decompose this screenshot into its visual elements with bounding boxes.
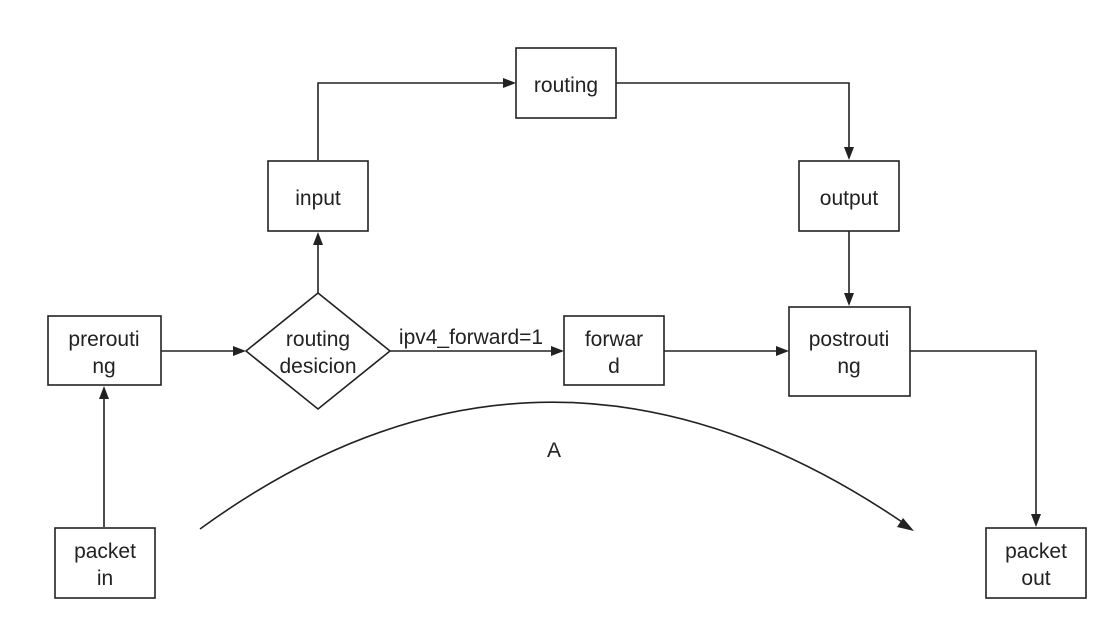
arrowhead-prerouting — [99, 386, 109, 399]
edge-routing-to-output — [616, 82, 850, 147]
node-packet-in: packet in — [54, 527, 156, 599]
node-forward-label-line1: forwar — [585, 328, 643, 351]
arrowhead-input — [313, 232, 323, 245]
node-prerouting-label-line2: ng — [92, 355, 115, 378]
node-input-label: input — [295, 187, 341, 210]
node-routing-decision: routing desicion — [244, 291, 392, 411]
node-routing-decision-label-line1: routing — [286, 328, 350, 351]
node-packet-out-label-line2: out — [1021, 567, 1050, 590]
edge-input-to-routing — [317, 82, 503, 160]
node-prerouting-label-line1: prerouti — [68, 328, 139, 351]
node-routing-label: routing — [534, 74, 598, 97]
node-packet-out: packet out — [985, 527, 1087, 599]
node-postrouting-label-line2: ng — [837, 355, 860, 378]
edge-postrouting-to-packet-out — [910, 350, 1037, 514]
arrowhead-postrouting-top — [844, 293, 854, 306]
arrowhead-arc-a — [897, 518, 914, 531]
edge-label-ipv4-forward: ipv4_forward=1 — [399, 326, 543, 349]
node-routing-decision-label-line2: desicion — [279, 355, 356, 378]
arrowhead-routing — [503, 78, 516, 88]
node-forward-label-line2: d — [608, 355, 620, 378]
arrowhead-postrouting-left — [776, 346, 789, 356]
arrowhead-decision — [233, 346, 246, 356]
node-packet-in-label-line2: in — [97, 567, 113, 590]
node-postrouting-label-line1: postrouti — [809, 328, 890, 351]
arrowhead-forward — [551, 346, 564, 356]
node-output-label: output — [820, 187, 879, 210]
node-input: input — [267, 160, 369, 232]
edges — [99, 78, 1041, 531]
node-prerouting: prerouti ng — [47, 315, 162, 386]
edge-label-arc-a: A — [547, 439, 561, 462]
node-output: output — [798, 160, 900, 232]
node-postrouting: postrouti ng — [788, 306, 911, 397]
arc-a — [199, 401, 906, 530]
arrowhead-packet-out — [1031, 514, 1041, 527]
node-routing: routing — [515, 47, 617, 119]
node-packet-out-label-line1: packet — [1005, 540, 1067, 563]
node-packet-in-label-line1: packet — [74, 540, 136, 563]
arrowhead-output — [844, 147, 854, 160]
node-forward: forwar d — [563, 315, 665, 386]
